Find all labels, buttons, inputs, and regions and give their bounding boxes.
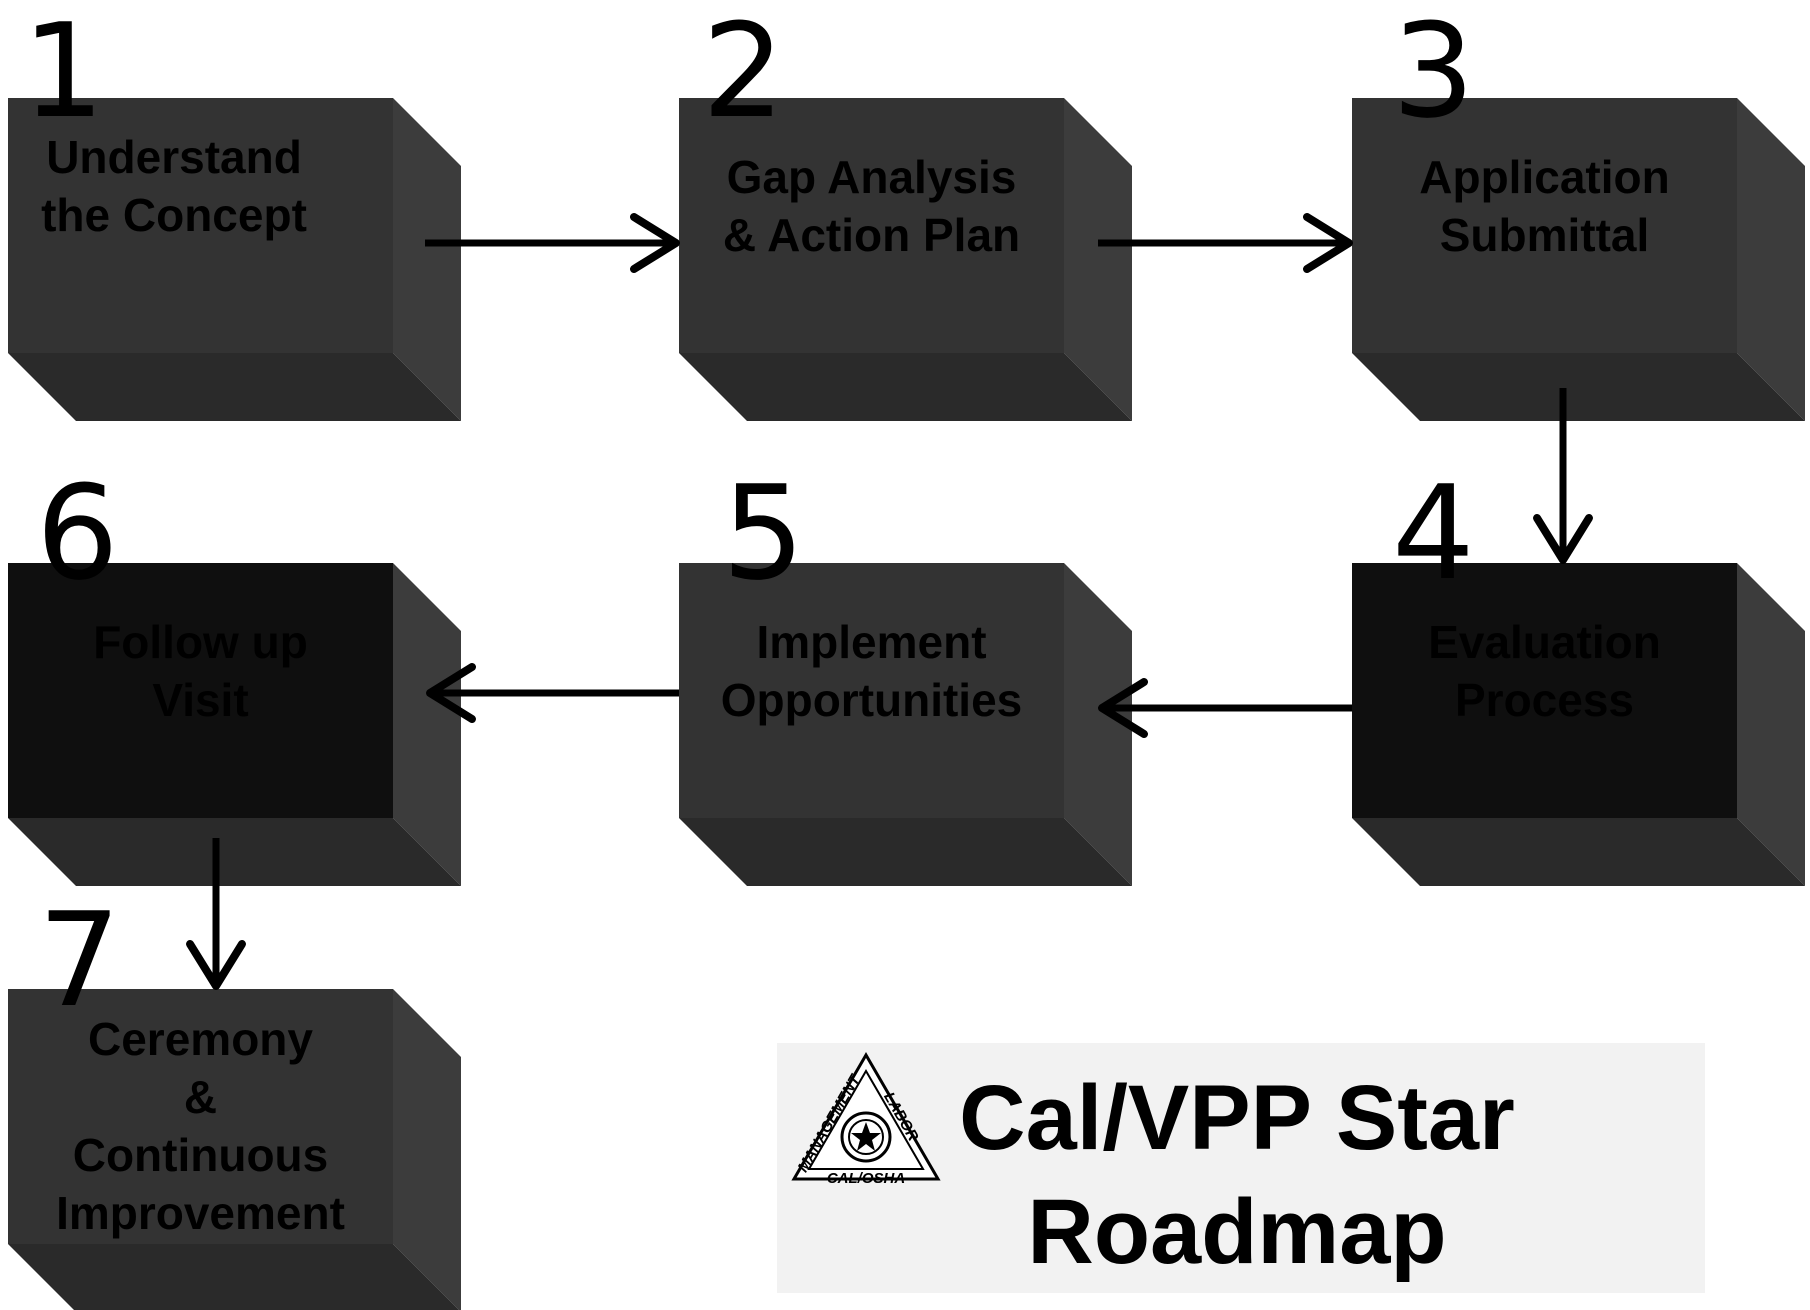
box-bottom [1352, 353, 1805, 421]
box-bottom [8, 1244, 459, 1310]
step-label-4: Evaluation Process [1428, 615, 1661, 726]
box-side [1064, 98, 1132, 421]
step-box-7 [8, 989, 461, 1310]
box-face [679, 563, 1064, 818]
step-box-5 [679, 563, 1132, 886]
box-bottom [1352, 818, 1805, 886]
step-label-5: Implement Opportunities [720, 615, 1023, 726]
step-box-3 [1352, 98, 1805, 421]
box-side [1064, 563, 1132, 886]
arrow-6-to-7 [186, 838, 246, 990]
step-label-1: Understand the Concept [41, 130, 307, 241]
arrow-5-to-6 [426, 663, 679, 723]
step-number-4: 4 [1392, 457, 1475, 609]
box-bottom [8, 353, 461, 421]
box-face [8, 989, 393, 1244]
step-number-1: 1 [22, 0, 105, 147]
box-bottom [8, 818, 461, 886]
step-number-6: 6 [36, 457, 119, 609]
title-panel: MANAGEMENT LABOR CAL/OSHA Cal/VPP Star R… [777, 1043, 1705, 1293]
step-number-7: 7 [38, 884, 121, 1036]
box-side [393, 563, 461, 886]
step-label-3: Application Submittal [1419, 150, 1670, 261]
box-side [393, 98, 461, 421]
step-number-5: 5 [722, 457, 805, 609]
box-side [393, 989, 461, 1310]
step-label-7: Ceremony & Continuous Improvement [56, 1012, 345, 1239]
cal-osha-logo: MANAGEMENT LABOR CAL/OSHA [791, 1052, 941, 1186]
step-number-2: 2 [702, 0, 785, 147]
arrow-1-to-2 [425, 213, 680, 273]
step-box-6 [8, 563, 461, 886]
box-face [8, 98, 393, 353]
box-face [1352, 98, 1737, 353]
step-box-4 [1352, 563, 1805, 886]
step-box-2 [679, 98, 1132, 421]
arrow-3-to-4 [1533, 388, 1593, 564]
roadmap-title: Cal/VPP Star Roadmap [959, 1067, 1515, 1283]
step-number-3: 3 [1392, 0, 1475, 147]
box-bottom [679, 353, 1132, 421]
step-label-2: Gap Analysis & Action Plan [722, 150, 1021, 261]
box-face [1352, 563, 1737, 818]
step-label-6: Follow up Visit [93, 615, 308, 726]
step-box-1 [8, 98, 461, 421]
box-side [1737, 98, 1805, 421]
arrow-2-to-3 [1098, 213, 1353, 273]
box-face [679, 98, 1064, 353]
box-face [8, 563, 393, 818]
box-bottom [679, 818, 1132, 886]
arrow-4-to-5 [1098, 678, 1352, 738]
logo-bottom-text: CAL/OSHA [827, 1170, 905, 1186]
box-side [1737, 563, 1805, 886]
